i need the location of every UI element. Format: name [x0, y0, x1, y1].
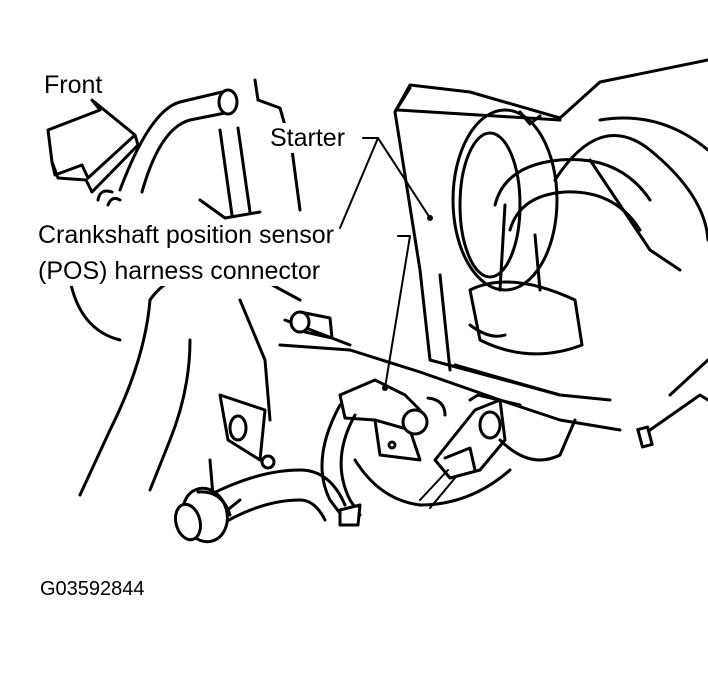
elbow-pipe [468, 158, 708, 449]
bracket [198, 78, 302, 220]
starter-pointer-dot [427, 215, 433, 221]
leader-lines [339, 137, 433, 391]
front-label: Front [44, 71, 103, 99]
figure-id: G03592844 [40, 578, 145, 600]
front-arrow-icon [46, 98, 140, 194]
harness-connector [419, 393, 577, 509]
upper-pipe [96, 88, 239, 207]
hose [320, 403, 362, 527]
lower-pipe [174, 458, 512, 544]
starter-housing [393, 58, 708, 292]
bolt [289, 310, 334, 340]
crankshaft-sensor [338, 378, 447, 462]
starter-label: Starter [268, 123, 348, 153]
sensor-label-line2: (POS) harness connector [36, 256, 323, 286]
sensor-pointer-dot [382, 385, 388, 391]
engine-mount [208, 393, 276, 522]
engine-block [68, 260, 622, 497]
sensor-label-line1: Crankshaft position sensor [36, 220, 336, 250]
